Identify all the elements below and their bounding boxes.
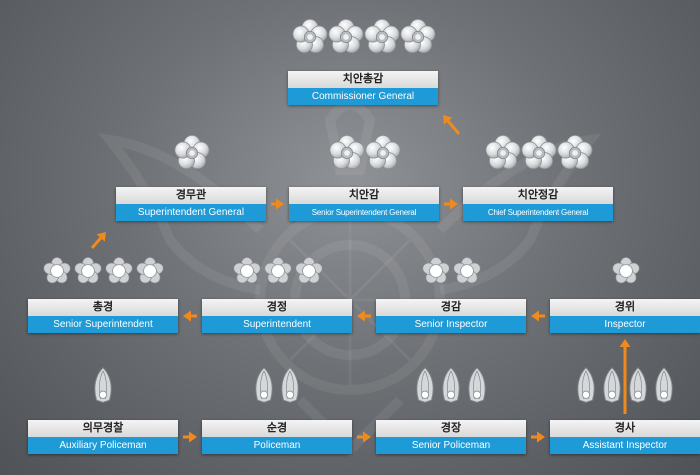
insignia-auxiliary-policeman xyxy=(90,365,116,405)
promotion-arrow xyxy=(357,310,371,322)
mugunghwa-bud-icon xyxy=(231,255,263,292)
rank-korean-label: 경위 xyxy=(550,299,700,316)
mugunghwa-flower-icon xyxy=(520,134,558,177)
promotion-arrow xyxy=(619,339,631,414)
leaf-bud-icon xyxy=(625,365,651,410)
rank-korean-label: 치안총감 xyxy=(288,71,438,88)
promotion-arrow xyxy=(357,431,371,443)
mugunghwa-flower-icon xyxy=(556,134,594,177)
mugunghwa-bud-icon xyxy=(610,255,642,292)
leaf-bud-icon xyxy=(464,365,490,410)
rank-korean-label: 총경 xyxy=(28,299,178,316)
mugunghwa-bud-icon xyxy=(41,255,73,292)
leaf-bud-icon xyxy=(277,365,303,410)
rank-korean-label: 치안감 xyxy=(289,187,439,204)
mugunghwa-flower-icon xyxy=(399,18,437,61)
leaf-bud-icon xyxy=(412,365,438,410)
mugunghwa-bud-icon xyxy=(134,255,166,292)
rank-english-label: Policeman xyxy=(202,437,352,454)
leaf-bud-icon xyxy=(90,365,116,410)
mugunghwa-bud-icon xyxy=(451,255,483,292)
rank-english-label: Superintendent xyxy=(202,316,352,333)
rank-korean-label: 경장 xyxy=(376,420,526,437)
rank-english-label: Superintendent General xyxy=(116,204,266,221)
insignia-senior-superintendent-general xyxy=(328,134,401,172)
insignia-chief-superintendent-general xyxy=(484,134,593,172)
rank-korean-label: 순경 xyxy=(202,420,352,437)
promotion-arrow xyxy=(531,431,545,443)
insignia-policeman xyxy=(251,365,303,405)
rank-korean-label: 경정 xyxy=(202,299,352,316)
mugunghwa-flower-icon xyxy=(328,134,366,177)
rank-english-label: Assistant Inspector xyxy=(550,437,700,454)
rank-korean-label: 경사 xyxy=(550,420,700,437)
mugunghwa-flower-icon xyxy=(363,18,401,61)
mugunghwa-bud-icon xyxy=(103,255,135,292)
mugunghwa-bud-icon xyxy=(262,255,294,292)
insignia-inspector xyxy=(610,255,641,287)
rank-korean-label: 경무관 xyxy=(116,187,266,204)
leaf-bud-icon xyxy=(573,365,599,410)
promotion-arrow xyxy=(183,310,197,322)
mugunghwa-bud-icon xyxy=(293,255,325,292)
insignia-senior-inspector xyxy=(420,255,482,287)
leaf-bud-icon xyxy=(599,365,625,410)
rank-english-label: Senior Inspector xyxy=(376,316,526,333)
mugunghwa-flower-icon xyxy=(291,18,329,61)
insignia-superintendent xyxy=(231,255,324,287)
rank-korean-label: 치안정감 xyxy=(463,187,613,204)
mugunghwa-bud-icon xyxy=(72,255,104,292)
promotion-arrow xyxy=(444,198,458,210)
promotion-arrow xyxy=(183,431,197,443)
insignia-superintendent-general xyxy=(173,134,210,172)
mugunghwa-bud-icon xyxy=(420,255,452,292)
insignia-assistant-inspector xyxy=(573,365,677,405)
insignia-senior-policeman xyxy=(412,365,490,405)
mugunghwa-flower-icon xyxy=(173,134,211,177)
rank-english-label: Commissioner General xyxy=(288,88,438,105)
mugunghwa-flower-icon xyxy=(327,18,365,61)
rank-korean-label: 의무경찰 xyxy=(28,420,178,437)
leaf-bud-icon xyxy=(651,365,677,410)
promotion-arrow xyxy=(443,115,461,135)
rank-english-label: Senior Policeman xyxy=(376,437,526,454)
rank-english-label: Senior Superintendent xyxy=(28,316,178,333)
promotion-arrow xyxy=(90,232,106,249)
rank-english-label: Senior Superintendent General xyxy=(289,204,439,221)
rank-english-label: Auxiliary Policeman xyxy=(28,437,178,454)
rank-english-label: Chief Superintendent General xyxy=(463,204,613,221)
promotion-arrow xyxy=(271,198,284,210)
mugunghwa-flower-icon xyxy=(364,134,402,177)
rank-english-label: Inspector xyxy=(550,316,700,333)
mugunghwa-flower-icon xyxy=(484,134,522,177)
insignia-commissioner-general xyxy=(291,18,436,56)
leaf-bud-icon xyxy=(438,365,464,410)
rank-korean-label: 경감 xyxy=(376,299,526,316)
leaf-bud-icon xyxy=(251,365,277,410)
promotion-arrow xyxy=(531,310,545,322)
insignia-senior-superintendent xyxy=(41,255,165,287)
